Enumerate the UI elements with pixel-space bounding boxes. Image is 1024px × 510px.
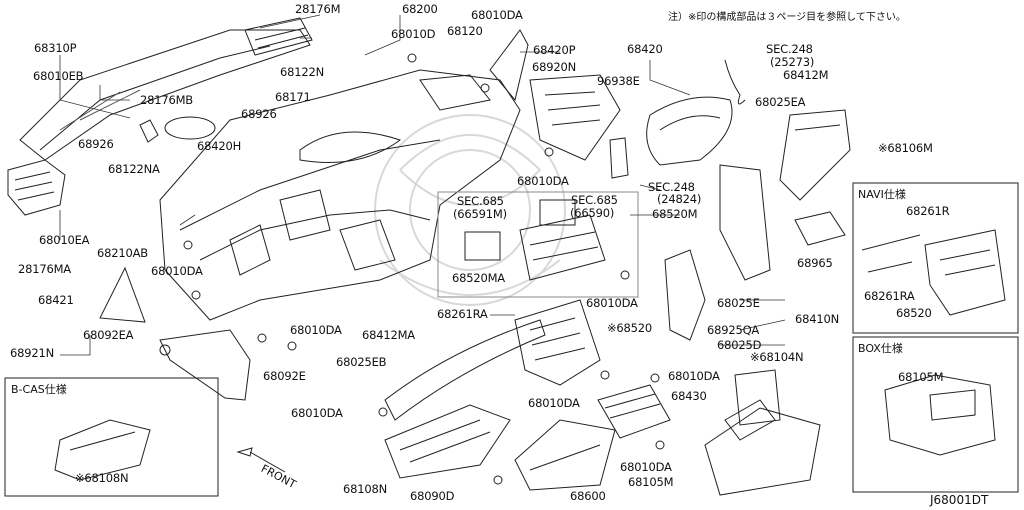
part-label-68010da[interactable]: 68010DA — [291, 406, 343, 420]
trim-68420p — [489, 29, 529, 102]
watermark-emblem — [374, 114, 566, 306]
part-label-68122n[interactable]: 68122N — [280, 65, 324, 79]
part-label-68105m[interactable]: 68105M — [628, 475, 674, 489]
center-vent-28176mb — [164, 116, 216, 140]
part-label-sec248[interactable]: SEC.248 — [648, 180, 695, 194]
part-label-68105m[interactable]: 68105M — [898, 370, 944, 384]
bcas-box — [4, 377, 219, 497]
part-label-68010da[interactable]: 68010DA — [586, 296, 638, 310]
part-label-68025d[interactable]: 68025D — [717, 338, 762, 352]
part-label-68420h[interactable]: 68420H — [197, 139, 242, 153]
part-label-68261r[interactable]: 68261R — [906, 204, 950, 218]
part-label-68108n[interactable]: ※68108N — [75, 471, 129, 485]
center-vent-68520m — [539, 199, 576, 226]
part-label-68421[interactable]: 68421 — [38, 293, 74, 307]
part-label-68520[interactable]: 68520 — [896, 306, 932, 320]
part-label-68090d[interactable]: 68090D — [410, 489, 455, 503]
part-label-68926[interactable]: 68926 — [78, 137, 114, 151]
part-label-sec248[interactable]: SEC.248 — [766, 42, 813, 56]
part-label-68010ea[interactable]: 68010EA — [39, 233, 90, 247]
front-arrow — [236, 447, 286, 473]
part-label-66591m[interactable]: (66591M) — [453, 207, 507, 221]
part-label-68010da[interactable]: 68010DA — [151, 264, 203, 278]
part-label-68108n[interactable]: 68108N — [343, 482, 387, 496]
defroster-grille — [244, 17, 313, 56]
part-label-68920n[interactable]: 68920N — [532, 60, 576, 74]
note-text: 注）※印の構成部品は３ページ目を参照して下さい。 — [668, 12, 906, 23]
part-label-68010da[interactable]: 68010DA — [528, 396, 580, 410]
part-label-68210ab[interactable]: 68210AB — [97, 246, 148, 260]
document-id: J68001DT — [930, 493, 989, 507]
part-label-68420[interactable]: 68420 — [627, 42, 663, 56]
part-label-24824[interactable]: (24824) — [657, 192, 702, 206]
part-label-68261ra[interactable]: 68261RA — [437, 307, 488, 321]
part-label-66590[interactable]: (66590) — [570, 206, 615, 220]
part-label-68420p[interactable]: 68420P — [533, 43, 576, 57]
part-label-68925qa[interactable]: 68925QA — [707, 323, 760, 337]
side-panel-68421 — [99, 266, 146, 323]
part-label-96938e[interactable]: 96938E — [597, 74, 640, 88]
part-label-68921n[interactable]: 68921N — [10, 346, 54, 360]
part-label-68200[interactable]: 68200 — [402, 2, 438, 16]
part-label-68410n[interactable]: 68410N — [795, 312, 839, 326]
part-label-68122na[interactable]: 68122NA — [108, 162, 160, 176]
part-label-sec685[interactable]: SEC.685 — [457, 194, 504, 208]
part-label-68926[interactable]: 68926 — [241, 107, 277, 121]
part-label-68092ea[interactable]: 68092EA — [83, 328, 134, 342]
part-label-68092e[interactable]: 68092E — [263, 369, 306, 383]
small-tray-68965 — [794, 211, 846, 246]
part-label-68310p[interactable]: 68310P — [34, 41, 77, 55]
bcas-box-title: B-CAS仕様 — [11, 383, 67, 396]
part-label-68171[interactable]: 68171 — [275, 90, 311, 104]
lower-trim-68412ma — [384, 319, 546, 421]
part-label-68965[interactable]: 68965 — [797, 256, 833, 270]
part-label-68261ra[interactable]: 68261RA — [864, 289, 915, 303]
right-end-cover — [779, 109, 851, 201]
part-label-68430[interactable]: 68430 — [671, 389, 707, 403]
dash-top-pad — [19, 29, 311, 161]
box-spec-box — [852, 336, 1019, 493]
cluster-lid — [529, 74, 621, 161]
left-side-vent — [7, 159, 66, 216]
part-label-28176m[interactable]: 28176M — [295, 2, 341, 16]
part-label-68025e[interactable]: 68025E — [717, 296, 760, 310]
part-label-68600[interactable]: 68600 — [570, 489, 606, 503]
part-label-68010da[interactable]: 68010DA — [517, 174, 569, 188]
part-label-68106m[interactable]: ※68106M — [878, 141, 933, 155]
part-label-68025ea[interactable]: 68025EA — [755, 95, 806, 109]
part-label-25273[interactable]: (25273) — [770, 55, 815, 69]
dashboard-body — [159, 69, 521, 321]
part-label-28176mb[interactable]: 28176MB — [140, 93, 193, 107]
part-label-28176ma[interactable]: 28176MA — [18, 262, 71, 276]
knee-panel-68108n — [384, 404, 511, 479]
box-spec-box-title: BOX仕様 — [858, 342, 903, 355]
part-label-68412m[interactable]: 68412M — [783, 68, 829, 82]
part-label-68010d[interactable]: 68010D — [391, 27, 436, 41]
part-label-68520[interactable]: ※68520 — [607, 321, 653, 335]
part-label-68010eb[interactable]: 68010EB — [33, 69, 84, 83]
part-label-68010da[interactable]: 68010DA — [290, 323, 342, 337]
part-label-68520ma[interactable]: 68520MA — [452, 271, 505, 285]
part-label-68010da[interactable]: 68010DA — [668, 369, 720, 383]
navi-box — [852, 182, 1019, 334]
part-label-68520m[interactable]: 68520M — [652, 207, 698, 221]
part-label-68120[interactable]: 68120 — [447, 24, 483, 38]
part-label-68104n[interactable]: ※68104N — [750, 350, 804, 364]
part-label-sec685[interactable]: SEC.685 — [571, 193, 618, 207]
lower-left-cover — [159, 329, 251, 401]
part-label-68412ma[interactable]: 68412MA — [362, 328, 415, 342]
part-label-68025eb[interactable]: 68025EB — [336, 355, 387, 369]
lower-cover-68105m — [704, 407, 821, 496]
glovebox-68600 — [514, 419, 616, 491]
part-label-68010da[interactable]: 68010DA — [620, 460, 672, 474]
navi-box-title: NAVI仕様 — [858, 188, 906, 201]
meter-hood — [646, 96, 733, 166]
unit-68430 — [597, 384, 671, 439]
center-console-68520 — [514, 299, 601, 386]
part-label-68010da[interactable]: 68010DA — [471, 8, 523, 22]
